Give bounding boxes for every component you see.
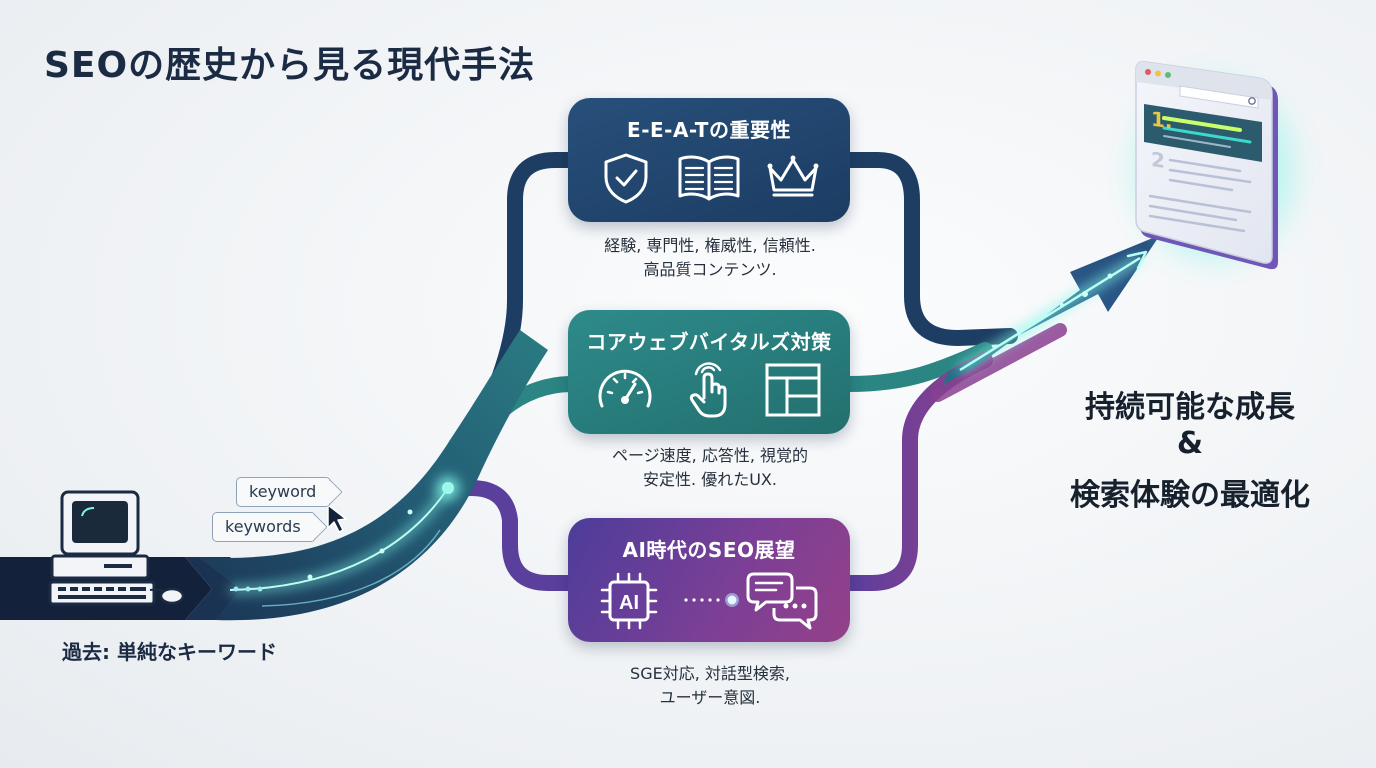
arrow-particle	[1082, 291, 1088, 297]
stream-light-line	[229, 487, 449, 591]
cursor-icon	[327, 504, 347, 533]
stream-particle	[407, 509, 413, 515]
stream-particle	[257, 586, 263, 592]
ai-seo-card: AI時代のSEO展望 AI	[568, 518, 850, 642]
eeat-description: 経験, 専門性, 権威性, 信頼性. 高品質コンテンツ.	[604, 236, 816, 279]
path-to-ai	[444, 480, 580, 591]
open-book-icon	[678, 155, 740, 201]
cwv-card-title: コアウェブバイタルズ対策	[586, 330, 832, 354]
result-line-1: 持続可能な成長	[1085, 390, 1295, 425]
path-from-cwv	[840, 342, 993, 392]
connection-dots	[684, 593, 739, 607]
eeat-card: E-E-A-Tの重要性	[568, 98, 850, 222]
result-line-2: 検索体験の最適化	[1070, 478, 1310, 513]
rank-one-label: 1.	[1151, 106, 1173, 134]
shield-check-icon	[604, 153, 648, 204]
ai-description: SGE対応, 対話型検索, ユーザー意図.	[630, 664, 790, 707]
retro-computer-icon	[48, 490, 185, 606]
ai-chip-icon: AI	[600, 572, 658, 630]
page-title: SEOの歴史から見る現代手法	[44, 45, 536, 86]
arrow-light-line	[959, 256, 1141, 372]
chat-bubbles-icon	[746, 572, 818, 630]
growth-arrow-purple-edge	[931, 323, 1067, 402]
layout-icon	[765, 363, 821, 417]
ai-card-title: AI時代のSEO展望	[622, 538, 796, 562]
result-ampersand: &	[1176, 426, 1204, 461]
arrow-particle	[1060, 303, 1064, 307]
speedometer-icon	[598, 369, 652, 408]
eeat-card-title: E-E-A-Tの重要性	[627, 118, 791, 142]
keyword-tag: keyword	[236, 477, 332, 507]
path-from-eeat	[840, 152, 1018, 347]
core-web-vitals-card: コアウェブバイタルズ対策	[568, 310, 850, 434]
stream-particle	[245, 586, 251, 592]
ai-chip-label: AI	[619, 592, 639, 614]
stream-particle	[307, 574, 313, 580]
rising-stream	[198, 330, 548, 621]
arrow-head-light	[1126, 250, 1148, 270]
keywords-tag: keywords	[212, 512, 316, 542]
arrow-particle	[1107, 273, 1113, 279]
rank-two-label: 2	[1151, 147, 1165, 173]
stream-particle	[233, 586, 239, 592]
crown-icon	[767, 155, 819, 197]
search-results-browser-icon	[1135, 60, 1295, 270]
stream-node-glow	[436, 476, 460, 500]
cwv-description: ページ速度, 応答性, 視覚的 安定性. 優れたUX.	[611, 446, 809, 489]
stream-light-line-2	[261, 529, 441, 607]
past-label: 過去: 単純なキーワード	[62, 640, 277, 664]
stream-particle	[379, 548, 385, 554]
touch-hand-icon	[689, 362, 727, 418]
